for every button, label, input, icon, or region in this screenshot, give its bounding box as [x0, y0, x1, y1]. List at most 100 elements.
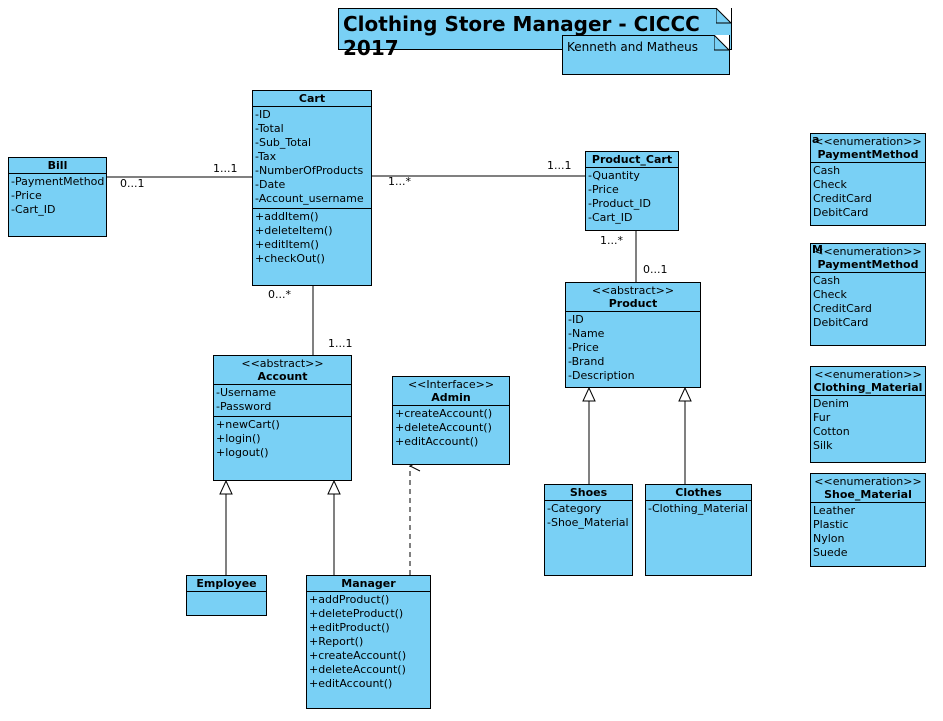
stereotype: <<abstract>> — [241, 357, 324, 370]
multiplicity-label: 1...1 — [328, 337, 353, 350]
attributes: -Username -Password — [214, 385, 351, 417]
literals: Leather Plastic Nylon Suede — [811, 503, 925, 562]
multiplicity-label: 1...1 — [213, 162, 238, 175]
enum-literal: Silk — [813, 439, 833, 452]
attribute: -ID — [568, 313, 584, 326]
multiplicity-label: 1...* — [600, 234, 623, 247]
operation: +editAccount() — [309, 677, 393, 690]
attributes: -Category -Shoe_Material — [545, 501, 632, 532]
operation: +deleteAccount() — [309, 663, 406, 676]
operation: +deleteAccount() — [395, 421, 492, 434]
operations: +addItem() +deleteItem() +editItem() +ch… — [253, 209, 371, 268]
attribute: -Price — [568, 341, 599, 354]
class-header: <<enumeration>> Clothing_Material — [811, 367, 925, 396]
enum-literal: Nylon — [813, 532, 845, 545]
attribute: -ID — [255, 108, 271, 121]
attributes: -Quantity -Price -Product_ID -Cart_ID — [586, 168, 678, 227]
class-product[interactable]: <<abstract>> Product -ID -Name -Price -B… — [565, 282, 701, 388]
enum-payment-method-2[interactable]: M <<enumeration>> PaymentMethod Cash Che… — [810, 243, 926, 346]
class-header: <<abstract>> Product — [566, 283, 700, 312]
multiplicity-label: 1...1 — [547, 159, 572, 172]
multiplicity-label: 0...1 — [120, 177, 145, 190]
class-header: <<enumeration>> PaymentMethod — [811, 134, 925, 163]
stereotype: <<enumeration>> — [814, 245, 922, 258]
enum-literal: DebitCard — [813, 316, 869, 329]
enum-literal: Fur — [813, 411, 831, 424]
enum-corner-glyph: a — [812, 133, 820, 146]
attribute: -Brand — [568, 355, 605, 368]
class-name: Cart — [253, 91, 371, 107]
attribute: -Price — [588, 183, 619, 196]
class-shoes[interactable]: Shoes -Category -Shoe_Material — [544, 484, 633, 576]
class-account[interactable]: <<abstract>> Account -Username -Password… — [213, 355, 352, 481]
note-fold-icon — [714, 35, 730, 51]
enum-literal: Check — [813, 288, 847, 301]
operation: +editProduct() — [309, 621, 390, 634]
operation: +logout() — [216, 446, 269, 459]
class-name: Account — [257, 370, 308, 383]
class-name: Manager — [307, 576, 430, 592]
enum-literal: Check — [813, 178, 847, 191]
stereotype: <<enumeration>> — [814, 475, 922, 488]
enum-shoe-material[interactable]: <<enumeration>> Shoe_Material Leather Pl… — [810, 473, 926, 567]
diagram-title: Clothing Store Manager - CICCC 2017 — [343, 12, 700, 60]
attribute: -Sub_Total — [255, 136, 312, 149]
operation: +checkOut() — [255, 252, 325, 265]
attribute: -Tax — [255, 150, 277, 163]
class-product-cart[interactable]: Product_Cart -Quantity -Price -Product_I… — [585, 151, 679, 231]
class-name: Employee — [187, 576, 266, 592]
attribute: -Name — [568, 327, 605, 340]
enum-literal: CreditCard — [813, 192, 872, 205]
authors-text: Kenneth and Matheus — [567, 40, 699, 54]
enum-literal: Cash — [813, 164, 841, 177]
stereotype: <<Interface>> — [407, 378, 495, 391]
operation: +createAccount() — [309, 649, 407, 662]
class-manager[interactable]: Manager +addProduct() +deleteProduct() +… — [306, 575, 431, 709]
operation: +editItem() — [255, 238, 319, 251]
class-cart[interactable]: Cart -ID -Total -Sub_Total -Tax -NumberO… — [252, 90, 372, 286]
enum-literal: Denim — [813, 397, 849, 410]
gen-employee-arrowhead — [219, 479, 233, 495]
attribute: -Shoe_Material — [547, 516, 629, 529]
note-fold-icon — [716, 8, 732, 24]
interface-admin[interactable]: <<Interface>> Admin +createAccount() +de… — [392, 376, 510, 465]
attribute: -Product_ID — [588, 197, 651, 210]
attributes: -Clothing_Material — [646, 501, 751, 518]
class-name: Bill — [9, 158, 106, 174]
attribute: -Clothing_Material — [648, 502, 748, 515]
attribute: -Price — [11, 189, 42, 202]
enum-name: Shoe_Material — [824, 488, 912, 501]
attributes: -ID -Name -Price -Brand -Description — [566, 312, 700, 385]
multiplicity-label: 1...* — [388, 175, 411, 188]
attribute: -Date — [255, 178, 286, 191]
attribute: -Username — [216, 386, 277, 399]
enum-literal: CreditCard — [813, 302, 872, 315]
operation: +login() — [216, 432, 261, 445]
enum-literal: Suede — [813, 546, 848, 559]
stereotype: <<enumeration>> — [814, 135, 922, 148]
enum-literal: Plastic — [813, 518, 849, 531]
operation: +Report() — [309, 635, 364, 648]
class-clothes[interactable]: Clothes -Clothing_Material — [645, 484, 752, 576]
attributes: -PaymentMethod -Price -Cart_ID — [9, 174, 106, 219]
operation: +createAccount() — [395, 407, 493, 420]
attribute: -PaymentMethod — [11, 175, 105, 188]
class-name: Product_Cart — [586, 152, 678, 168]
class-name: Product — [608, 297, 658, 310]
enum-clothing-material[interactable]: <<enumeration>> Clothing_Material Denim … — [810, 366, 926, 463]
gen-manager-arrowhead — [327, 479, 341, 495]
multiplicity-label: 0...* — [268, 288, 291, 301]
stereotype: <<abstract>> — [591, 284, 675, 297]
class-name: Shoes — [545, 485, 632, 501]
operations: +newCart() +login() +logout() — [214, 417, 351, 462]
attribute: -Category — [547, 502, 602, 515]
operations: +createAccount() +deleteAccount() +editA… — [393, 406, 509, 451]
operations: +addProduct() +deleteProduct() +editProd… — [307, 592, 430, 693]
class-header: <<abstract>> Account — [214, 356, 351, 385]
class-name: Clothes — [646, 485, 751, 501]
class-employee[interactable]: Employee — [186, 575, 267, 616]
attribute: -NumberOfProducts — [255, 164, 364, 177]
class-bill[interactable]: Bill -PaymentMethod -Price -Cart_ID — [8, 157, 107, 237]
enum-payment-method[interactable]: a <<enumeration>> PaymentMethod Cash Che… — [810, 133, 926, 226]
